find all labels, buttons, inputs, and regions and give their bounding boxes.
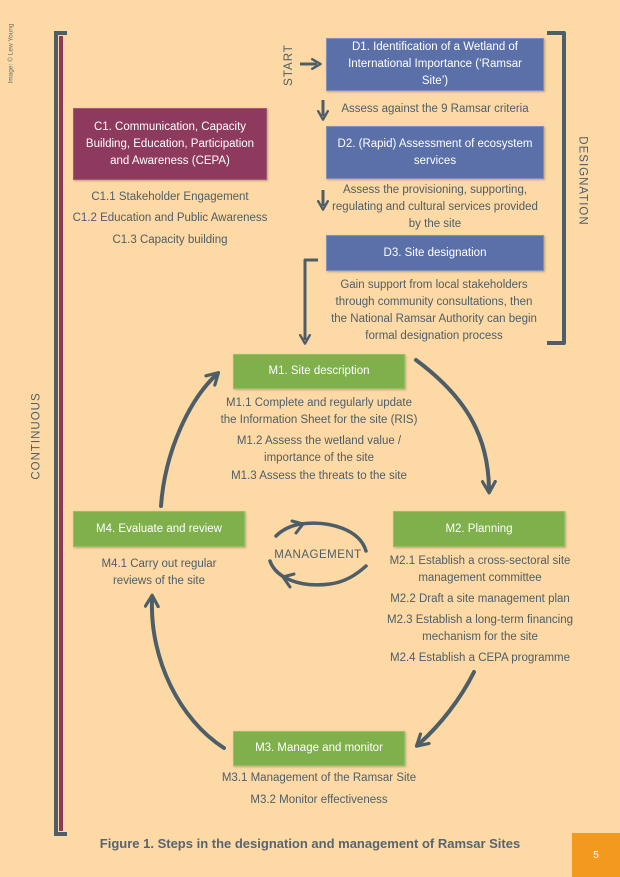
figure-caption: Figure 1. Steps in the designation and m… bbox=[99, 836, 521, 851]
cepa-item-1: C1.1 Stakeholder Engagement bbox=[91, 191, 249, 203]
d3-note: Gain support from local stakeholders thr… bbox=[331, 279, 537, 342]
d2-box: D2. (Rapid) Assessment of ecosystem serv… bbox=[326, 126, 544, 179]
m2-item-3: M2.3 Establish a long-term financing mec… bbox=[386, 614, 573, 643]
management-loop-bottom bbox=[268, 559, 368, 587]
m1-to-m2-arrow bbox=[414, 358, 497, 495]
m1-box: M1. Site description bbox=[233, 354, 405, 389]
d2-title: D2. (Rapid) Assessment of ecosystem serv… bbox=[337, 137, 533, 167]
m3-title: M3. Manage and monitor bbox=[255, 742, 383, 754]
m3-box: M3. Manage and monitor bbox=[233, 731, 405, 766]
m4-box: M4. Evaluate and review bbox=[73, 511, 245, 547]
m1-item-2: M1.2 Assess the wetland value / importan… bbox=[236, 435, 402, 464]
continuous-label: CONTINUOUS bbox=[30, 392, 43, 480]
m3-item-1: M3.1 Management of the Ramsar Site bbox=[221, 772, 417, 784]
d3-title: D3. Site designation bbox=[383, 246, 487, 259]
designation-label: DESIGNATION bbox=[576, 136, 589, 226]
d1-box: D1. Identification of a Wetland of Inter… bbox=[326, 38, 544, 91]
cepa-box: C1. Communication, Capacity Building, Ed… bbox=[73, 108, 267, 180]
m4-item-1: M4.1 Carry out regular reviews of the si… bbox=[101, 558, 217, 587]
cepa-item-2: C1.2 Education and Public Awareness bbox=[72, 212, 268, 224]
m4-to-m1-arrow bbox=[159, 371, 221, 508]
designation-bracket bbox=[547, 31, 566, 345]
d1-note: Assess against the 9 Ramsar criteria bbox=[341, 103, 529, 115]
m4-title: M4. Evaluate and review bbox=[96, 522, 222, 535]
page-number-tab: 5 bbox=[572, 833, 620, 877]
m1-item-1: M1.1 Complete and regularly update the I… bbox=[220, 397, 418, 426]
management-label: MANAGEMENT bbox=[274, 549, 362, 561]
m2-box: M2. Planning bbox=[393, 511, 565, 547]
m2-item-2: M2.2 Draft a site management plan bbox=[390, 593, 570, 605]
page-number: 5 bbox=[593, 849, 599, 861]
start-label: START bbox=[282, 44, 295, 86]
m2-item-1: M2.1 Establish a cross-sectoral site man… bbox=[389, 555, 571, 584]
d3-box: D3. Site designation bbox=[326, 235, 544, 271]
m2-title: M2. Planning bbox=[445, 522, 513, 535]
m2-to-m3-arrow bbox=[414, 670, 476, 748]
m3-item-2: M3.2 Monitor effectiveness bbox=[250, 794, 388, 806]
m1-item-3: M1.3 Assess the threats to the site bbox=[231, 470, 407, 482]
d1-title: D1. Identification of a Wetland of Inter… bbox=[348, 41, 522, 87]
cepa-title: C1. Communication, Capacity Building, Ed… bbox=[85, 120, 255, 167]
cepa-item-3: C1.3 Capacity building bbox=[112, 234, 228, 246]
d3-to-m1-arrow bbox=[299, 258, 318, 345]
continuous-bracket bbox=[54, 31, 67, 836]
m3-to-m4-arrow bbox=[143, 593, 226, 750]
m1-title: M1. Site description bbox=[268, 365, 370, 377]
m2-item-4: M2.4 Establish a CEPA programme bbox=[389, 652, 571, 664]
d2-note: Assess the provisioning, supporting, reg… bbox=[332, 184, 538, 230]
